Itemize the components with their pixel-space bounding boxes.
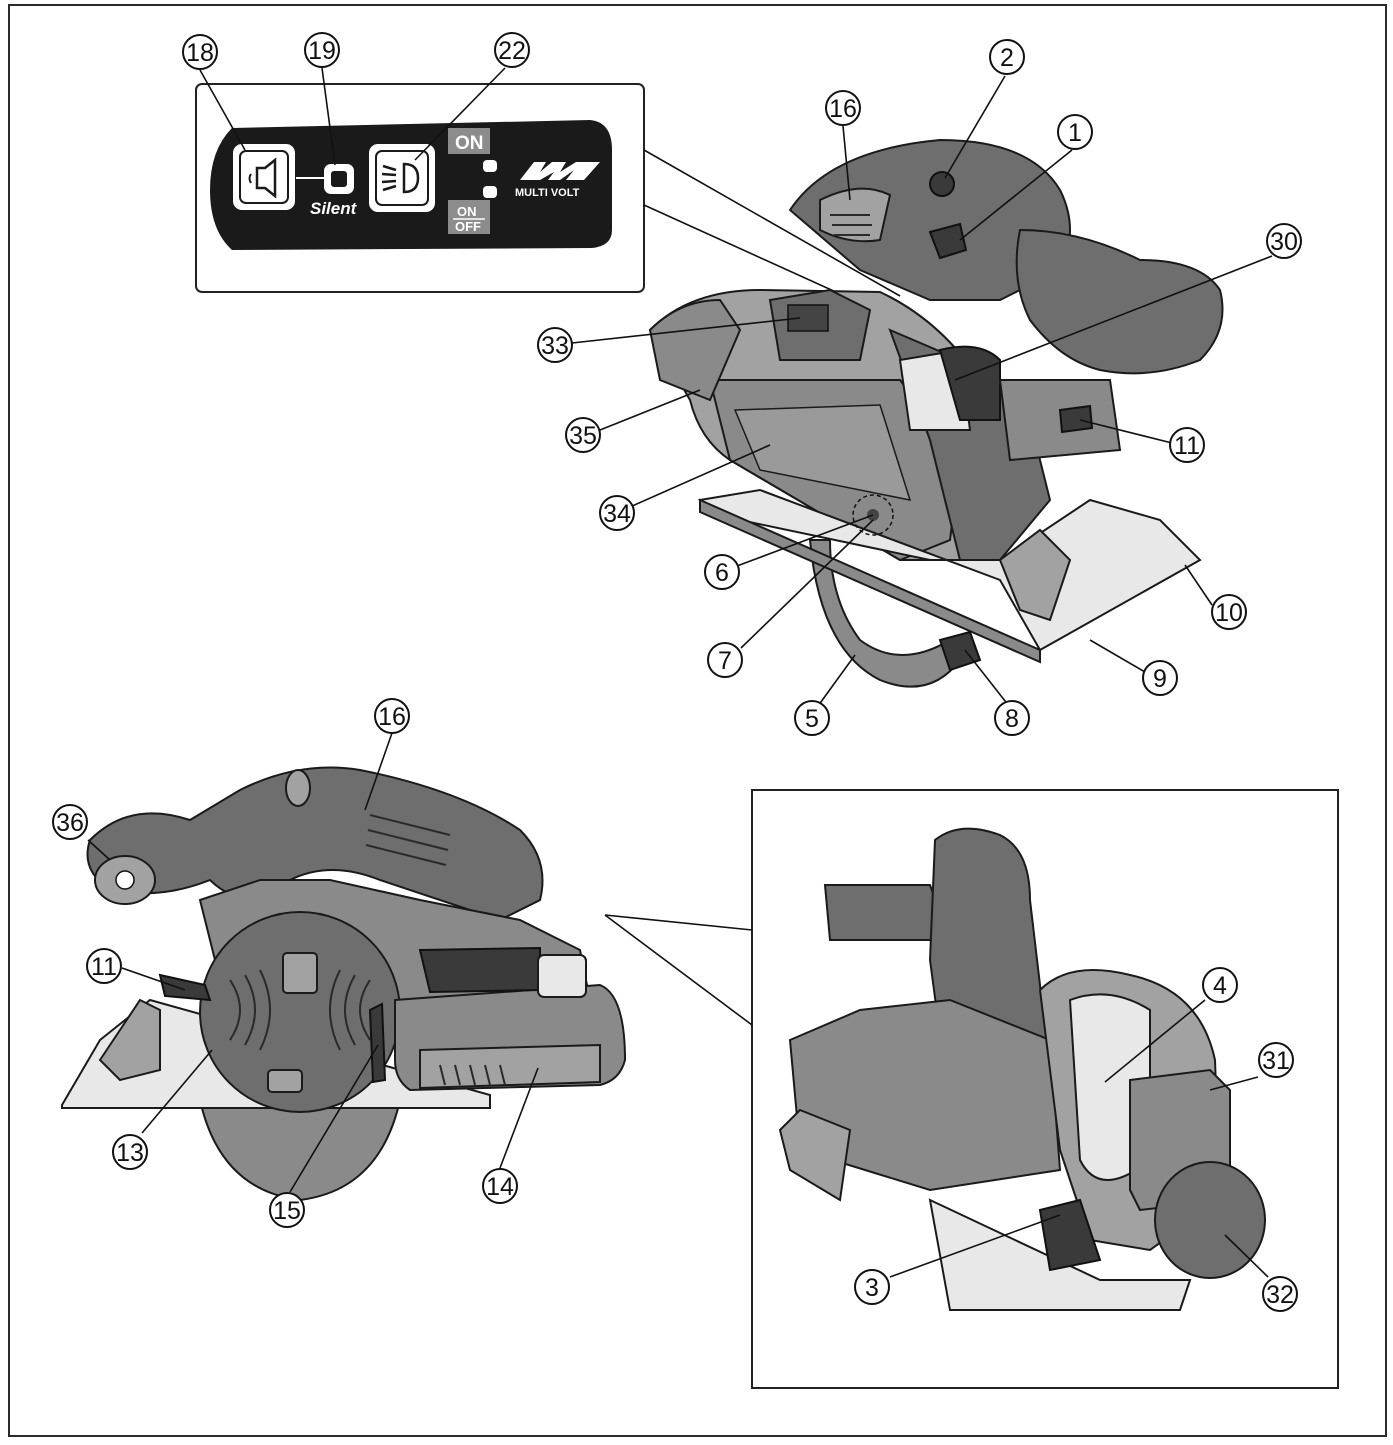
callout-19: 19 (304, 32, 340, 68)
svg-text:16: 16 (829, 95, 857, 123)
svg-text:31: 31 (1262, 1047, 1290, 1075)
svg-text:16: 16 (378, 703, 406, 731)
saw-front-view (648, 138, 1224, 688)
svg-text:33: 33 (541, 332, 569, 360)
callout-32: 32 (1262, 1276, 1298, 1312)
svg-text:11: 11 (1174, 432, 1200, 460)
svg-text:15: 15 (273, 1197, 301, 1225)
front-grip (1015, 228, 1224, 375)
callout-35: 35 (565, 417, 601, 453)
callout-5: 5 (794, 700, 830, 736)
brand-label: MULTI VOLT (515, 187, 580, 199)
callout-31: 31 (1258, 1042, 1294, 1078)
svg-text:1: 1 (1068, 119, 1082, 147)
knob (1154, 1161, 1266, 1279)
leader-lines (87, 67, 1273, 1278)
on-label: ON (455, 133, 484, 154)
trigger-switch (928, 222, 968, 260)
svg-text:32: 32 (1266, 1281, 1294, 1309)
light-button (367, 142, 437, 214)
bevel-bracket (998, 528, 1072, 622)
callout-2: 2 (989, 39, 1025, 75)
svg-text:7: 7 (718, 647, 732, 675)
control-panel-inset: Silent ON ON OFF MULTI VOLT (195, 83, 901, 313)
svg-text:30: 30 (1270, 228, 1298, 256)
callout-7: 7 (707, 642, 743, 678)
callout-14: 14 (482, 1168, 518, 1204)
callout-11-top: 11 (1169, 427, 1205, 463)
svg-text:4: 4 (1213, 972, 1227, 1000)
svg-text:22: 22 (498, 37, 526, 65)
svg-text:10: 10 (1215, 599, 1243, 627)
depth-adjust-lever (368, 1002, 387, 1084)
callout-16-bottom: 16 (374, 698, 410, 734)
led-light-side (537, 954, 587, 998)
callout-16-top: 16 (825, 90, 861, 126)
svg-text:19: 19 (308, 37, 336, 65)
callout-10: 10 (1211, 594, 1247, 630)
callout-13: 13 (112, 1134, 148, 1170)
svg-text:34: 34 (603, 500, 631, 528)
multi-volt-logo: MULTI VOLT (515, 162, 600, 199)
spindle-lock-position (852, 494, 894, 536)
svg-text:9: 9 (1153, 665, 1167, 693)
svg-text:35: 35 (569, 422, 597, 450)
on-off-bottom-label: OFF (455, 219, 481, 234)
on-off-top-label: ON (457, 204, 477, 219)
callout-8: 8 (994, 700, 1030, 736)
callout-11-bottom: 11 (86, 948, 122, 984)
callout-1: 1 (1057, 114, 1093, 150)
callout-9: 9 (1142, 660, 1178, 696)
lock-off-button (929, 171, 955, 197)
callout-22: 22 (494, 32, 530, 68)
work-light-icon (381, 162, 420, 194)
rear-view-inset (604, 789, 1339, 1389)
svg-text:14: 14 (486, 1173, 514, 1201)
svg-text:13: 13 (116, 1139, 144, 1167)
silent-label: Silent (310, 199, 358, 218)
label-area (733, 404, 912, 501)
callout-18: 18 (182, 34, 218, 70)
callout-3: 3 (854, 1269, 890, 1305)
callout-36: 36 (52, 804, 88, 840)
svg-text:5: 5 (805, 705, 819, 733)
callouts: 18 19 22 2 16 1 30 33 35 11 34 6 10 7 9 … (52, 32, 1302, 1312)
callout-33: 33 (537, 327, 573, 363)
svg-text:6: 6 (715, 559, 729, 587)
led-light (938, 345, 1001, 421)
callout-15: 15 (269, 1192, 305, 1228)
svg-text:8: 8 (1005, 705, 1019, 733)
on-off-indicator-lamp (483, 186, 497, 198)
callout-34: 34 (599, 495, 635, 531)
handle-side (86, 766, 544, 922)
svg-text:11: 11 (91, 953, 117, 981)
svg-text:2: 2 (1000, 44, 1014, 72)
callout-4: 4 (1202, 967, 1238, 1003)
saw-blade-side (198, 1099, 402, 1202)
speaker-icon (248, 157, 277, 199)
saw-side-view (61, 766, 627, 1202)
callout-30: 30 (1266, 223, 1302, 259)
figure-frame (8, 4, 1387, 1437)
depth-lever (938, 630, 982, 672)
on-indicator-lamp (483, 160, 497, 172)
bevel-lever (1058, 404, 1094, 434)
svg-text:3: 3 (865, 1274, 879, 1302)
callout-6: 6 (704, 554, 740, 590)
bevel-lever-side (158, 973, 212, 1002)
svg-text:18: 18 (186, 39, 214, 67)
svg-text:36: 36 (56, 809, 84, 837)
